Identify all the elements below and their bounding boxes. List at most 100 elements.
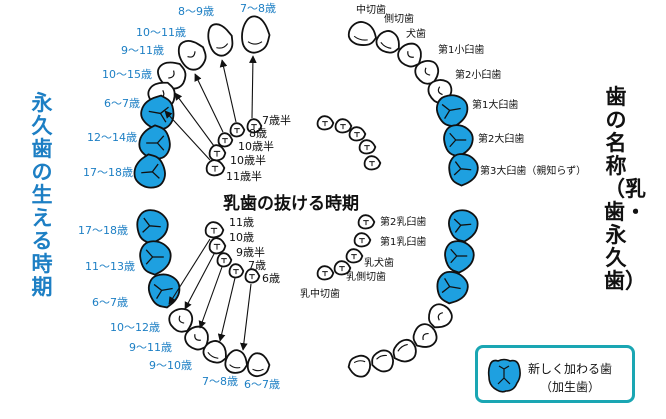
upper-replacement-arrow <box>164 110 211 161</box>
lower-right-permanent-tooth <box>347 354 372 378</box>
lower-permanent-tooth <box>202 340 227 364</box>
lower-permanent-tooth <box>168 307 194 333</box>
lower-eruption-age: 9〜10歳 <box>149 359 192 372</box>
lower-replacement-arrow <box>240 283 252 351</box>
upper-tooth-name: 第2小臼歯 <box>455 68 501 81</box>
upper-named-tooth <box>435 94 469 128</box>
primary-loss-title: 乳歯の抜ける時期 <box>223 194 359 214</box>
lower-primary-tooth <box>216 252 233 268</box>
upper-tooth-name: 第3大臼歯（親知らず） <box>480 164 586 177</box>
lower-primary-loss-age: 6歳 <box>262 272 280 285</box>
lower-permanent-tooth <box>136 209 169 245</box>
lower-replacement-arrow <box>217 277 236 342</box>
lower-right-permanent-tooth <box>448 209 479 243</box>
lower-eruption-age: 7〜8歳 <box>202 375 238 388</box>
upper-named-tooth <box>443 124 474 158</box>
lower-eruption-age: 11〜13歳 <box>85 260 135 273</box>
upper-primary-loss-age: 10歳半 <box>230 153 266 167</box>
upper-tooth-name: 第1小臼歯 <box>438 43 484 56</box>
lower-permanent-tooth <box>224 349 248 374</box>
upper-named-tooth <box>347 21 377 46</box>
lower-primary-tooth <box>208 237 227 255</box>
upper-permanent-tooth <box>241 15 271 54</box>
upper-primary-tooth <box>246 118 263 134</box>
upper-primary-loss-age: 10歳半 <box>238 139 274 153</box>
legend-sublabel: （加生歯） <box>540 380 601 394</box>
upper-primary-tooth <box>217 132 234 148</box>
upper-eruption-age: 6〜7歳 <box>104 97 140 110</box>
upper-primary-tooth <box>208 144 227 162</box>
upper-right-primary-tooth <box>316 115 335 131</box>
lower-eruption-age: 9〜11歳 <box>129 341 172 354</box>
lower-primary-loss-age: 11歳 <box>229 216 254 229</box>
upper-replacement-arrow <box>174 92 215 147</box>
upper-eruption-age: 10〜15歳 <box>102 68 152 81</box>
lower-primary-tooth <box>204 221 225 239</box>
upper-replacement-arrow <box>219 59 237 123</box>
upper-tooth-name: 側切歯 <box>384 12 414 25</box>
lower-primary-name: 第2乳臼歯 <box>380 215 426 228</box>
upper-right-primary-tooth <box>363 155 382 171</box>
lower-replacement-arrow <box>198 266 223 329</box>
lower-eruption-age: 17〜18歳 <box>78 224 128 237</box>
lower-right-permanent-tooth <box>428 303 453 329</box>
lower-replacement-arrow <box>184 253 215 310</box>
upper-permanent-tooth <box>207 23 234 57</box>
lower-right-primary-tooth <box>316 265 335 281</box>
molar-icon <box>487 358 521 393</box>
upper-tooth-name: 第1大臼歯 <box>472 98 518 111</box>
upper-eruption-age: 8〜9歳 <box>178 5 214 18</box>
tooth-names-title: 歯の名称（乳歯・永久歯） <box>604 85 646 293</box>
upper-permanent-tooth <box>133 153 166 189</box>
lower-right-permanent-tooth <box>444 240 475 274</box>
lower-primary-loss-age: 7歳 <box>248 259 266 272</box>
lower-right-primary-tooth <box>333 260 352 276</box>
upper-named-tooth <box>414 59 440 85</box>
upper-replacement-arrow <box>249 55 257 119</box>
upper-named-tooth <box>448 153 479 187</box>
upper-primary-tooth <box>229 122 246 138</box>
upper-primary-loss-age: 11歳半 <box>226 169 262 183</box>
upper-permanent-tooth <box>177 39 207 71</box>
upper-eruption-age: 10〜11歳 <box>136 26 186 39</box>
legend-label: 新しく加わる歯 <box>528 362 613 376</box>
legend-box: 新しく加わる歯 （加生歯） <box>475 345 635 403</box>
upper-eruption-age: 17〜18歳 <box>83 166 133 179</box>
lower-permanent-tooth <box>246 352 271 378</box>
upper-eruption-age: 7〜8歳 <box>240 2 276 15</box>
lower-primary-name: 乳側切歯 <box>346 270 386 283</box>
upper-named-tooth <box>375 30 400 54</box>
lower-eruption-age: 6〜7歳 <box>244 378 280 391</box>
upper-named-tooth <box>397 42 422 68</box>
permanent-eruption-title: 永久歯の生える時期 <box>31 91 53 299</box>
upper-permanent-tooth <box>138 124 171 160</box>
lower-right-primary-tooth <box>357 214 376 230</box>
lower-permanent-tooth <box>184 325 209 351</box>
upper-primary-loss-age: 7歳半 <box>262 113 291 127</box>
lower-right-permanent-tooth <box>412 323 438 348</box>
upper-replacement-arrow <box>194 73 224 133</box>
upper-primary-tooth <box>205 159 226 177</box>
lower-replacement-arrow <box>168 238 211 305</box>
upper-tooth-name: 犬歯 <box>406 27 426 40</box>
upper-eruption-age: 12〜14歳 <box>87 131 137 144</box>
upper-right-primary-tooth <box>348 126 367 142</box>
lower-right-permanent-tooth <box>392 338 417 363</box>
lower-right-primary-tooth <box>345 248 364 264</box>
lower-primary-name: 乳中切歯 <box>300 287 340 300</box>
lower-primary-name: 第1乳臼歯 <box>380 235 426 248</box>
lower-primary-loss-age: 10歳 <box>229 231 254 244</box>
upper-eruption-age: 9〜11歳 <box>121 44 164 57</box>
upper-tooth-name: 第2大臼歯 <box>478 132 524 145</box>
upper-right-primary-tooth <box>358 139 377 155</box>
lower-primary-tooth <box>244 268 261 284</box>
lower-right-permanent-tooth <box>436 270 469 305</box>
lower-primary-tooth <box>228 263 245 279</box>
lower-right-permanent-tooth <box>371 349 394 373</box>
lower-primary-name: 乳犬歯 <box>364 256 394 269</box>
lower-eruption-age: 10〜12歳 <box>110 321 160 334</box>
lower-eruption-age: 6〜7歳 <box>92 296 128 309</box>
lower-primary-loss-age: 9歳半 <box>236 245 265 259</box>
